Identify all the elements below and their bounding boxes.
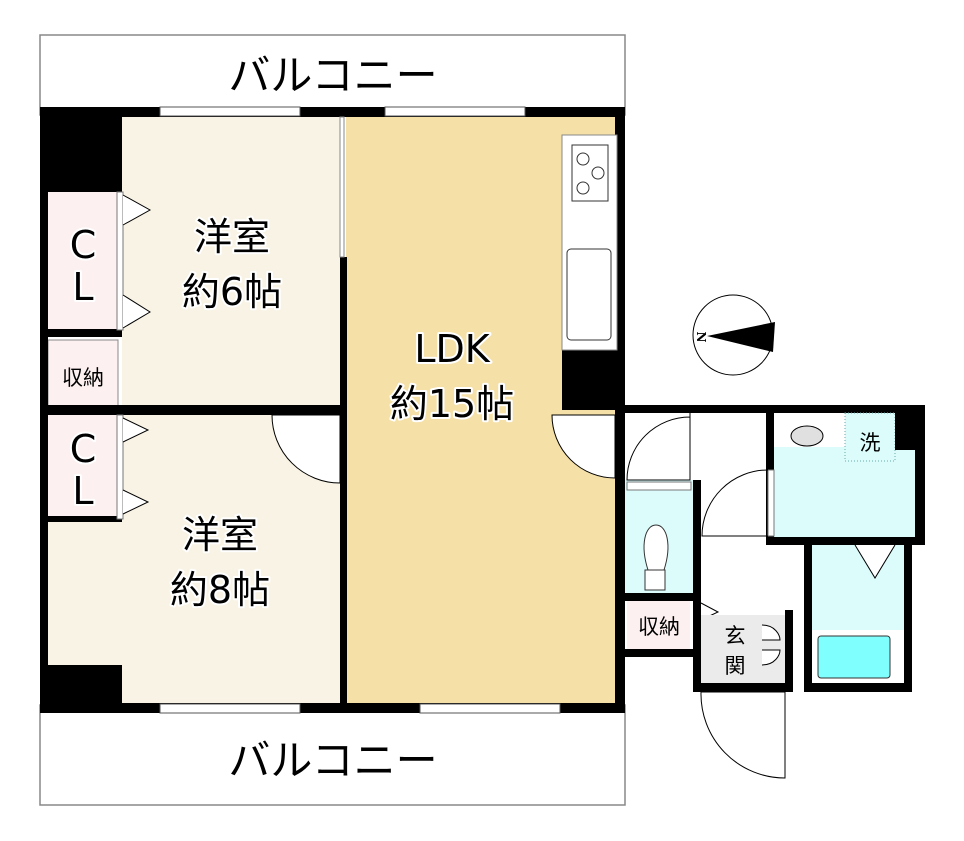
door-swing bbox=[551, 414, 616, 479]
burner bbox=[576, 181, 590, 195]
wash-basin bbox=[790, 425, 824, 447]
window bbox=[159, 106, 301, 117]
balcony-bottom bbox=[39, 704, 626, 806]
washroom-label: 洗 bbox=[860, 431, 881, 455]
door bbox=[767, 469, 775, 537]
entrance-label-1: 玄 bbox=[725, 624, 746, 648]
window bbox=[419, 703, 561, 714]
wall bbox=[40, 405, 345, 415]
closet-door bbox=[116, 191, 124, 331]
wall bbox=[904, 540, 912, 692]
window bbox=[384, 106, 526, 117]
shoe-cabinet-door bbox=[761, 624, 781, 666]
wall bbox=[40, 107, 625, 117]
closet-2-c: C bbox=[70, 427, 97, 471]
compass-north-label: N bbox=[694, 332, 708, 343]
balcony-top-label: バルコニー bbox=[228, 51, 437, 100]
closet-2 bbox=[48, 415, 118, 519]
wall bbox=[804, 540, 812, 692]
wall bbox=[340, 257, 347, 707]
stove bbox=[571, 144, 609, 202]
entrance-label-2: 関 bbox=[725, 654, 746, 678]
wall bbox=[40, 516, 122, 522]
ldk-name: LDK bbox=[414, 327, 490, 371]
wall bbox=[40, 703, 625, 713]
door-swing bbox=[271, 414, 341, 484]
wall bbox=[615, 405, 625, 710]
compass: N bbox=[692, 294, 775, 376]
closet-1-l: L bbox=[72, 265, 93, 309]
washer-space bbox=[844, 412, 896, 462]
door bbox=[626, 481, 692, 491]
closet-1 bbox=[48, 192, 118, 330]
closet-2-l: L bbox=[72, 469, 93, 513]
western-8-name: 洋室 bbox=[182, 513, 258, 557]
western-6-size: 約6帖 bbox=[182, 270, 282, 314]
door-swing bbox=[626, 413, 691, 481]
closet-door bbox=[116, 414, 124, 520]
wall bbox=[625, 405, 925, 413]
burner bbox=[591, 166, 605, 180]
wall bbox=[40, 329, 122, 337]
storage-1-label: 収納 bbox=[62, 366, 104, 390]
sliding-door bbox=[339, 116, 345, 258]
wall bbox=[615, 117, 625, 352]
wall bbox=[915, 405, 925, 545]
storage-2 bbox=[627, 601, 690, 649]
door-swing bbox=[701, 469, 769, 537]
compass-needle bbox=[707, 322, 775, 352]
closet-door-swing bbox=[122, 194, 152, 329]
wall bbox=[625, 649, 701, 657]
wall bbox=[804, 683, 912, 692]
western-8-size: 約8帖 bbox=[170, 568, 270, 612]
western-6-name: 洋室 bbox=[194, 215, 270, 259]
closet-1-c: C bbox=[70, 223, 97, 267]
entrance-door-swing bbox=[700, 691, 786, 779]
wall bbox=[562, 350, 625, 410]
wall bbox=[766, 537, 925, 545]
ldk-size: 約15帖 bbox=[390, 382, 514, 426]
wall bbox=[693, 683, 793, 692]
wall bbox=[693, 480, 701, 690]
door-swing bbox=[854, 544, 896, 579]
wall bbox=[40, 107, 122, 192]
sink bbox=[566, 248, 612, 341]
balcony-bottom-label: バルコニー bbox=[228, 736, 437, 785]
room-western-6 bbox=[122, 117, 342, 407]
balcony-top bbox=[39, 34, 626, 116]
bath-tub bbox=[817, 635, 891, 679]
wall bbox=[785, 610, 793, 692]
storage-2-label: 収納 bbox=[638, 615, 680, 639]
wall bbox=[625, 593, 701, 601]
burner bbox=[576, 152, 590, 166]
toilet-bowl bbox=[643, 524, 669, 591]
closet-door-swing bbox=[122, 417, 150, 515]
window bbox=[159, 703, 301, 714]
